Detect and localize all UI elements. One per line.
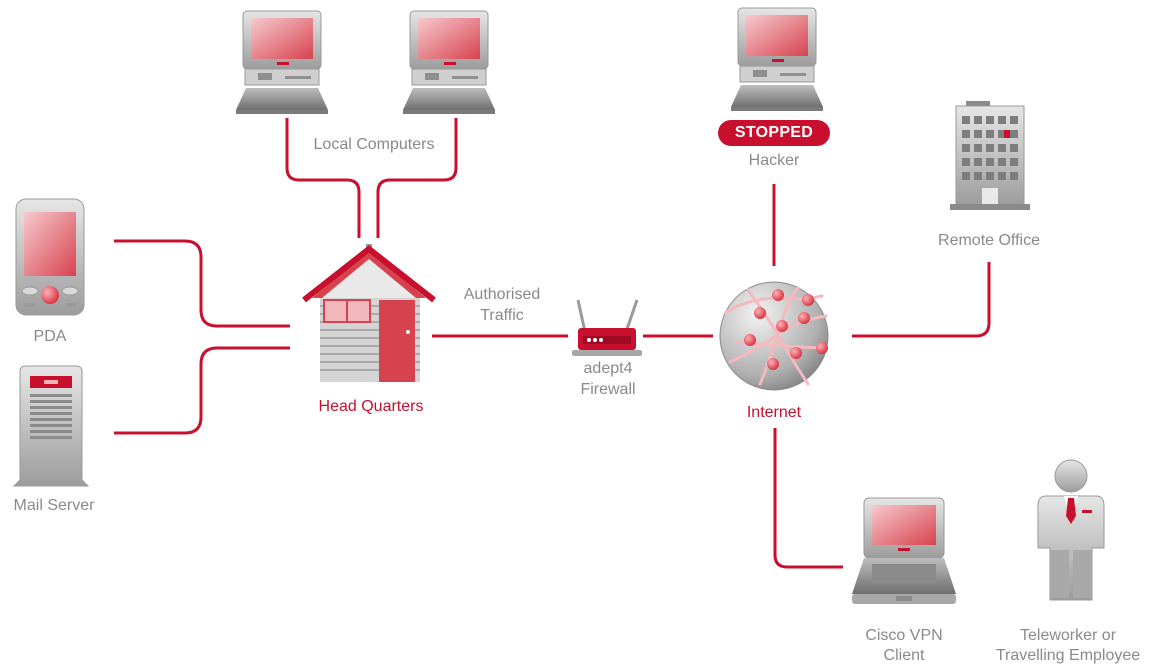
label-pda: PDA [33,328,67,345]
router-icon [572,299,642,356]
label-vpn-line1: Cisco VPN [865,627,943,644]
label-head-quarters: Head Quarters [318,398,424,415]
link-internet-remote [852,262,991,338]
stopped-badge: STOPPED [718,120,830,146]
person-icon [1037,459,1105,601]
desktop-computer-icon [236,10,328,114]
label-authorised-traffic-line2: Traffic [480,307,524,324]
house-icon [302,244,436,382]
label-internet: Internet [746,404,802,421]
label-hacker: Hacker [748,152,800,169]
link-pda-hq [114,239,290,328]
label-authorised-traffic-line1: Authorised [463,286,541,303]
globe-icon [719,281,829,391]
connection-lines [114,118,991,569]
label-teleworker-line2: Travelling Employee [995,647,1141,664]
office-building-icon [950,101,1030,210]
label-firewall-line1: adept4 [583,360,633,377]
label-vpn-line2: Client [883,647,925,664]
link-computer2-hq [376,118,458,238]
mail-server-icon [12,365,90,487]
label-teleworker-line1: Teleworker or [1019,627,1117,644]
link-computer1-hq [285,118,361,238]
link-internet-vpn [773,428,843,569]
link-mail-hq [114,346,290,435]
label-mail-server: Mail Server [13,497,95,514]
pda-icon [15,198,85,316]
laptop-icon [852,497,956,604]
label-firewall-line2: Firewall [580,381,636,398]
label-remote-office: Remote Office [938,232,1040,249]
desktop-computer-icon [403,10,495,114]
desktop-computer-icon [731,7,823,111]
label-local-computers: Local Computers [313,136,435,153]
